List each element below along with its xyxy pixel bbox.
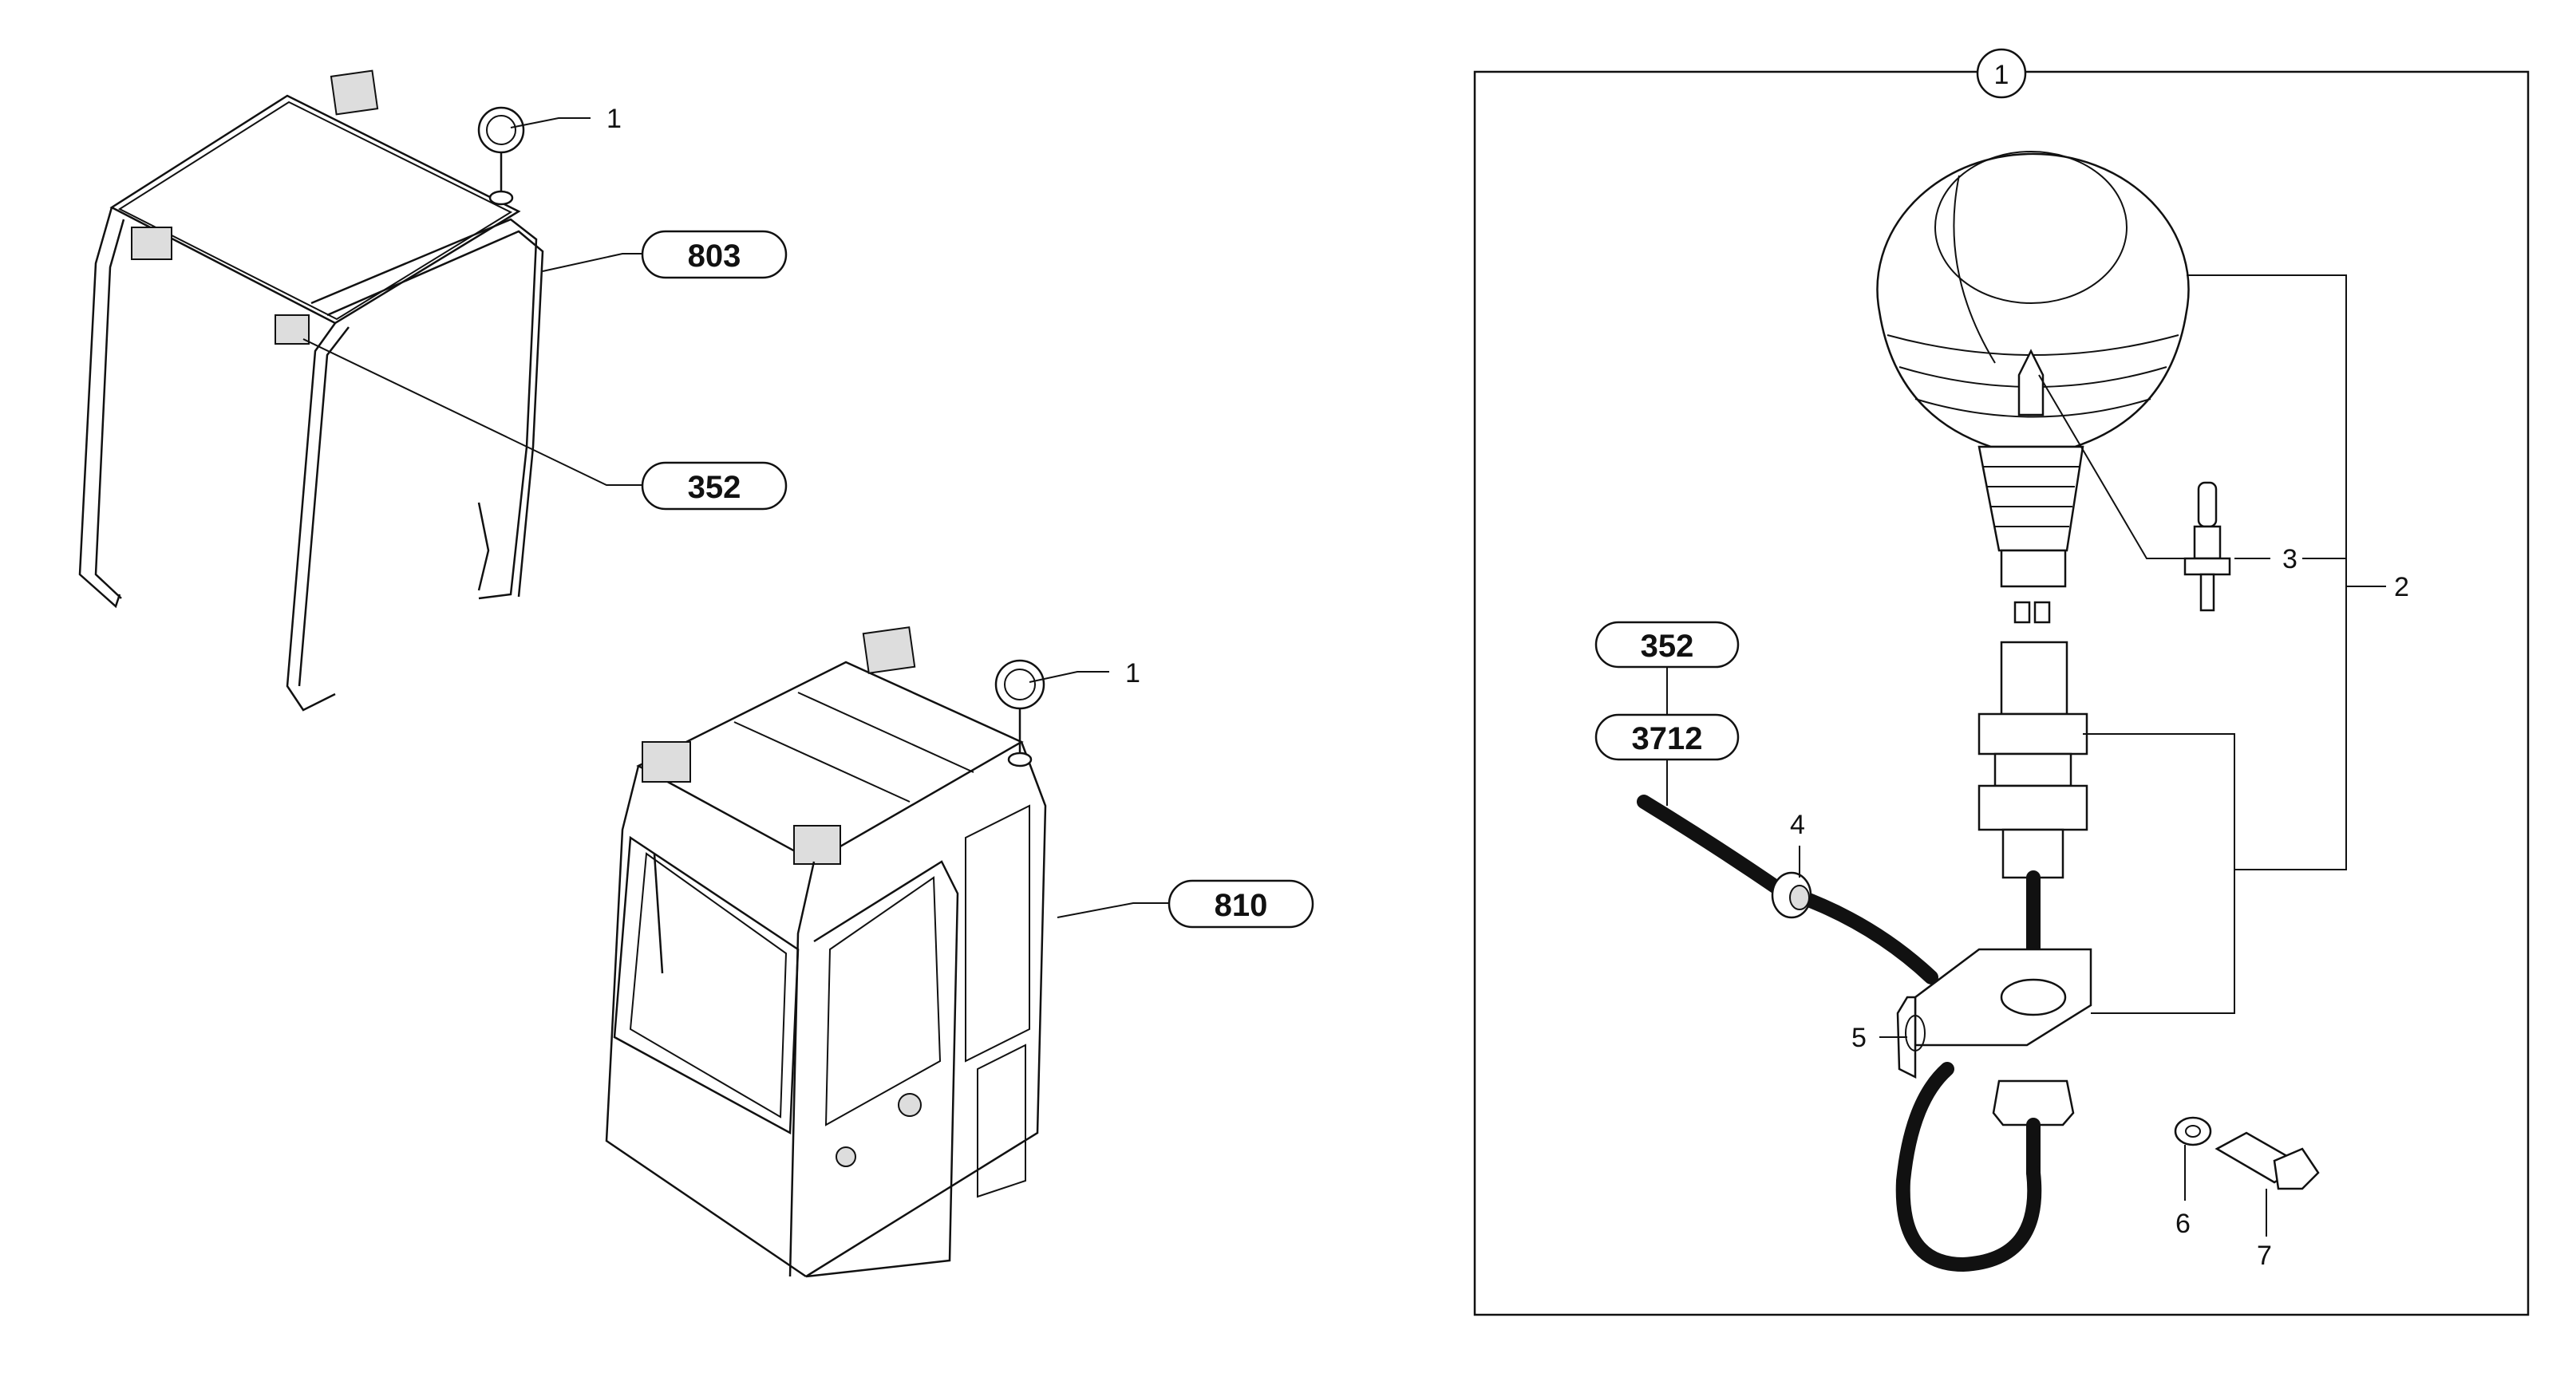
cab-drawing [605, 626, 1047, 1278]
part-4-callout: 4 [1790, 810, 1805, 840]
grommet-drawing [1771, 871, 1812, 919]
detail-ref-352-label: 352 [1641, 629, 1694, 664]
detail-group-number: 1 [1994, 60, 2009, 90]
beacon-lamp-drawing [1876, 151, 2190, 588]
part-5-callout: 5 [1851, 1023, 1867, 1053]
part-3-callout: 3 [2282, 544, 2297, 574]
part-7-callout: 7 [2257, 1241, 2272, 1271]
ref-810-label: 810 [1215, 888, 1268, 923]
part-6-callout: 6 [2175, 1209, 2191, 1239]
detail-ref-352-badge[interactable]: 352 [1594, 621, 1740, 669]
canopy-lamp-callout: 1 [606, 104, 622, 134]
bulb-drawing [2183, 481, 2231, 612]
bolt-drawing [2214, 1131, 2320, 1190]
detail-box: 1 [1473, 48, 2530, 1316]
detail-ref-3712-badge[interactable]: 3712 [1594, 713, 1740, 761]
ref-803-badge[interactable]: 803 [641, 230, 788, 279]
ref-803-label: 803 [688, 239, 741, 274]
ref-352-label: 352 [688, 470, 741, 505]
canopy-frame-drawing [78, 69, 544, 712]
cab-lamp-callout: 1 [1125, 658, 1140, 688]
nut-and-cable-loop [1895, 1062, 2075, 1272]
part-2-callout: 2 [2394, 572, 2409, 602]
lamp-mount-stem [1977, 601, 2088, 996]
ref-810-badge[interactable]: 810 [1167, 879, 1314, 929]
washer-drawing [2174, 1116, 2212, 1146]
detail-ref-3712-label: 3712 [1632, 721, 1703, 756]
ref-352-badge[interactable]: 352 [641, 461, 788, 511]
